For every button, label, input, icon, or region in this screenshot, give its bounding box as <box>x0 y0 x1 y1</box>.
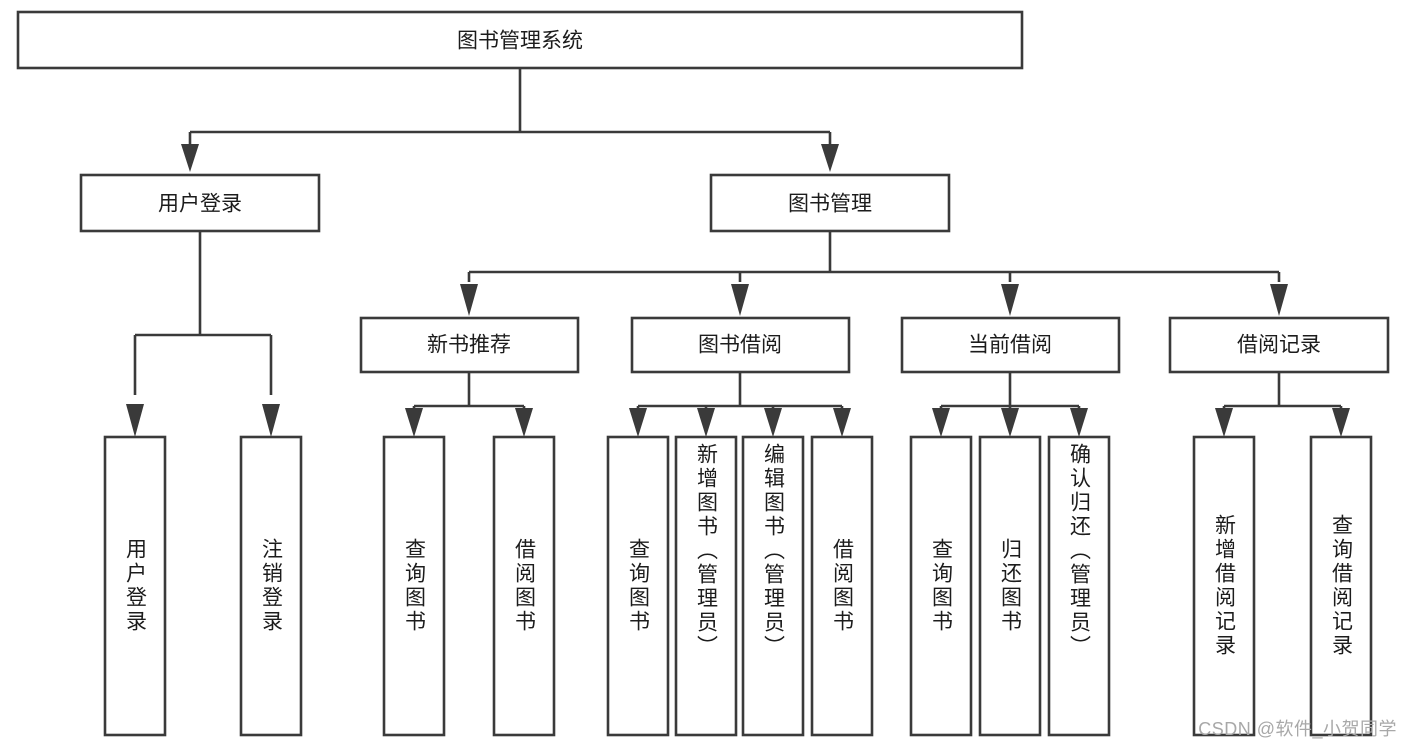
csdn-watermark: CSDN @软件_小贺同学 <box>1198 719 1397 739</box>
node-new-book-recommend[interactable]: 新书推荐 <box>359 316 580 374</box>
arrow-head-icon <box>697 408 715 437</box>
node-book-borrow-label: 图书借阅 <box>698 334 782 357</box>
node-book-management-box[interactable] <box>709 173 951 233</box>
leaf-box-add-record[interactable] <box>1192 435 1256 737</box>
leaf-box-confirm-return[interactable] <box>1047 435 1111 737</box>
node-current-borrow[interactable]: 当前借阅 <box>900 316 1121 374</box>
node-current-borrow-box[interactable] <box>900 316 1121 374</box>
leaf-box-add-book-admin[interactable] <box>674 435 738 737</box>
leaf-box-query-book-b[interactable] <box>606 435 670 737</box>
node-borrow-records-box[interactable] <box>1168 316 1390 374</box>
leaf-box-return-book[interactable] <box>978 435 1042 737</box>
node-root-box[interactable] <box>16 10 1024 70</box>
arrow-head-icon <box>460 284 478 316</box>
arrow-head-icon <box>126 404 144 437</box>
leaf-box-query-book-a[interactable] <box>382 435 446 737</box>
leaf-box-query-book-c[interactable] <box>909 435 973 737</box>
arrow-head-icon <box>181 144 199 172</box>
arrow-head-icon <box>1001 408 1019 437</box>
leaf-box-borrow-book-b[interactable] <box>810 435 874 737</box>
node-book-borrow-box[interactable] <box>630 316 851 374</box>
arrow-head-icon <box>833 408 851 437</box>
node-book-borrow[interactable]: 图书借阅 <box>630 316 851 374</box>
arrow-head-icon <box>932 408 950 437</box>
arrow-head-icon <box>821 144 839 172</box>
leaf-box-user-login[interactable] <box>103 435 167 737</box>
node-root[interactable]: 图书管理系统 <box>16 10 1024 70</box>
connector-layer <box>126 68 1350 437</box>
arrow-head-icon <box>1215 408 1233 437</box>
arrow-head-icon <box>764 408 782 437</box>
node-root-label: 图书管理系统 <box>457 30 583 53</box>
leaf-box-logout[interactable] <box>239 435 303 737</box>
arrow-head-icon <box>731 284 749 316</box>
leaf-box-edit-book-admin[interactable] <box>741 435 805 737</box>
arrow-head-icon <box>262 404 280 437</box>
node-new-book-recommend-label: 新书推荐 <box>427 334 511 357</box>
arrow-head-icon <box>1270 284 1288 316</box>
leaf-box-layer <box>103 435 1373 737</box>
node-user-login-box[interactable] <box>79 173 321 233</box>
arrow-head-icon <box>515 408 533 437</box>
leaf-box-borrow-book-a[interactable] <box>492 435 556 737</box>
node-borrow-records[interactable]: 借阅记录 <box>1168 316 1390 374</box>
arrow-head-icon <box>1070 408 1088 437</box>
arrow-head-icon <box>405 408 423 437</box>
arrow-head-icon <box>629 408 647 437</box>
node-current-borrow-label: 当前借阅 <box>968 334 1052 357</box>
arrow-head-icon <box>1001 284 1019 316</box>
arrow-head-icon <box>1332 408 1350 437</box>
node-new-book-recommend-box[interactable] <box>359 316 580 374</box>
node-book-management-label: 图书管理 <box>788 193 872 216</box>
node-book-management[interactable]: 图书管理 <box>709 173 951 233</box>
node-user-login-label: 用户登录 <box>158 193 242 216</box>
leaf-box-query-record[interactable] <box>1309 435 1373 737</box>
node-user-login[interactable]: 用户登录 <box>79 173 321 233</box>
node-borrow-records-label: 借阅记录 <box>1237 334 1321 357</box>
